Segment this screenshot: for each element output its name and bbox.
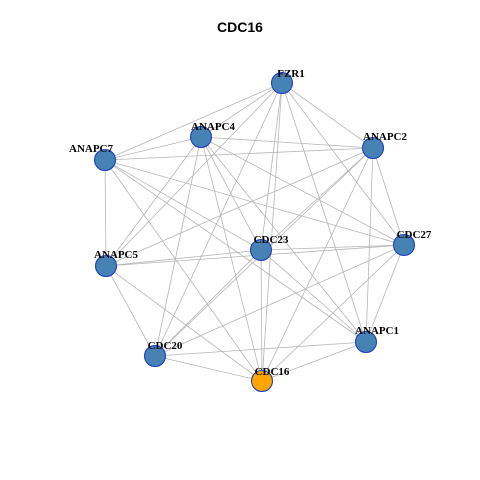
edge-anapc5-cdc20 — [105, 265, 156, 357]
edge-fzr1-cdc23 — [260, 82, 283, 251]
edge-cdc23-cdc20 — [154, 249, 262, 357]
node-fzr1[interactable] — [270, 71, 294, 95]
edge-anapc2-cdc27 — [372, 147, 405, 246]
edge-fzr1-cdc20 — [154, 82, 283, 357]
edge-anapc1-cdc20 — [154, 341, 367, 357]
edge-fzr1-anapc4 — [200, 82, 283, 138]
edge-cdc27-cdc20 — [154, 244, 405, 357]
edge-anapc2-anapc1 — [365, 147, 374, 343]
edge-anapc4-anapc2 — [200, 136, 374, 149]
node-cdc23[interactable] — [249, 238, 273, 262]
node-anapc1[interactable] — [354, 330, 378, 354]
edge-fzr1-cdc27 — [281, 82, 405, 246]
node-anapc7[interactable] — [93, 148, 117, 172]
edge-cdc27-anapc1 — [365, 244, 405, 343]
edge-anapc7-anapc5 — [104, 159, 107, 267]
node-label-anapc2: ANAPC2 — [363, 131, 407, 143]
node-layer — [93, 71, 416, 393]
edge-fzr1-anapc7 — [104, 82, 283, 161]
edge-fzr1-cdc16 — [261, 82, 283, 382]
node-anapc5[interactable] — [94, 254, 118, 278]
edge-anapc2-anapc5 — [105, 147, 374, 267]
node-label-fzr1: FZR1 — [277, 68, 305, 80]
edge-anapc4-cdc16 — [200, 136, 263, 382]
edge-anapc4-cdc23 — [200, 136, 262, 251]
edge-anapc2-cdc16 — [261, 147, 374, 382]
edge-anapc7-anapc1 — [104, 159, 367, 343]
node-label-anapc4: ANAPC4 — [191, 121, 235, 133]
edge-fzr1-anapc1 — [281, 82, 367, 343]
node-label-cdc16: CDC16 — [255, 366, 290, 378]
edge-cdc23-cdc27 — [260, 244, 405, 251]
edge-cdc23-anapc1 — [260, 249, 367, 343]
edge-fzr1-anapc5 — [105, 82, 283, 267]
edge-anapc4-anapc5 — [105, 136, 202, 267]
node-label-cdc27: CDC27 — [397, 229, 432, 241]
node-label-anapc1: ANAPC1 — [355, 325, 399, 337]
edge-cdc23-anapc5 — [105, 249, 262, 267]
node-label-cdc20: CDC20 — [148, 340, 183, 352]
node-label-anapc5: ANAPC5 — [94, 249, 138, 261]
edge-anapc7-cdc27 — [104, 159, 405, 246]
node-anapc2[interactable] — [361, 136, 385, 160]
edge-anapc2-cdc23 — [260, 147, 374, 251]
edge-layer — [104, 82, 405, 382]
edge-anapc7-anapc2 — [104, 147, 374, 161]
edge-cdc27-cdc16 — [261, 244, 405, 382]
graph-title: CDC16 — [217, 19, 263, 35]
node-cdc27[interactable] — [392, 233, 416, 257]
node-label-cdc23: CDC23 — [254, 234, 289, 246]
edge-cdc20-cdc16 — [154, 355, 263, 382]
edge-anapc7-cdc16 — [104, 159, 263, 382]
edge-anapc1-cdc16 — [261, 341, 367, 382]
edge-anapc4-anapc7 — [104, 136, 202, 161]
edge-anapc7-cdc23 — [104, 159, 262, 251]
node-cdc20[interactable] — [143, 344, 167, 368]
edge-cdc23-cdc16 — [260, 249, 263, 382]
edge-fzr1-anapc2 — [281, 82, 374, 149]
node-anapc4[interactable] — [189, 125, 213, 149]
node-label-anapc7: ANAPC7 — [69, 143, 113, 155]
edge-anapc4-cdc20 — [154, 136, 202, 357]
edge-anapc5-cdc16 — [105, 265, 263, 382]
node-cdc16[interactable] — [250, 369, 274, 393]
